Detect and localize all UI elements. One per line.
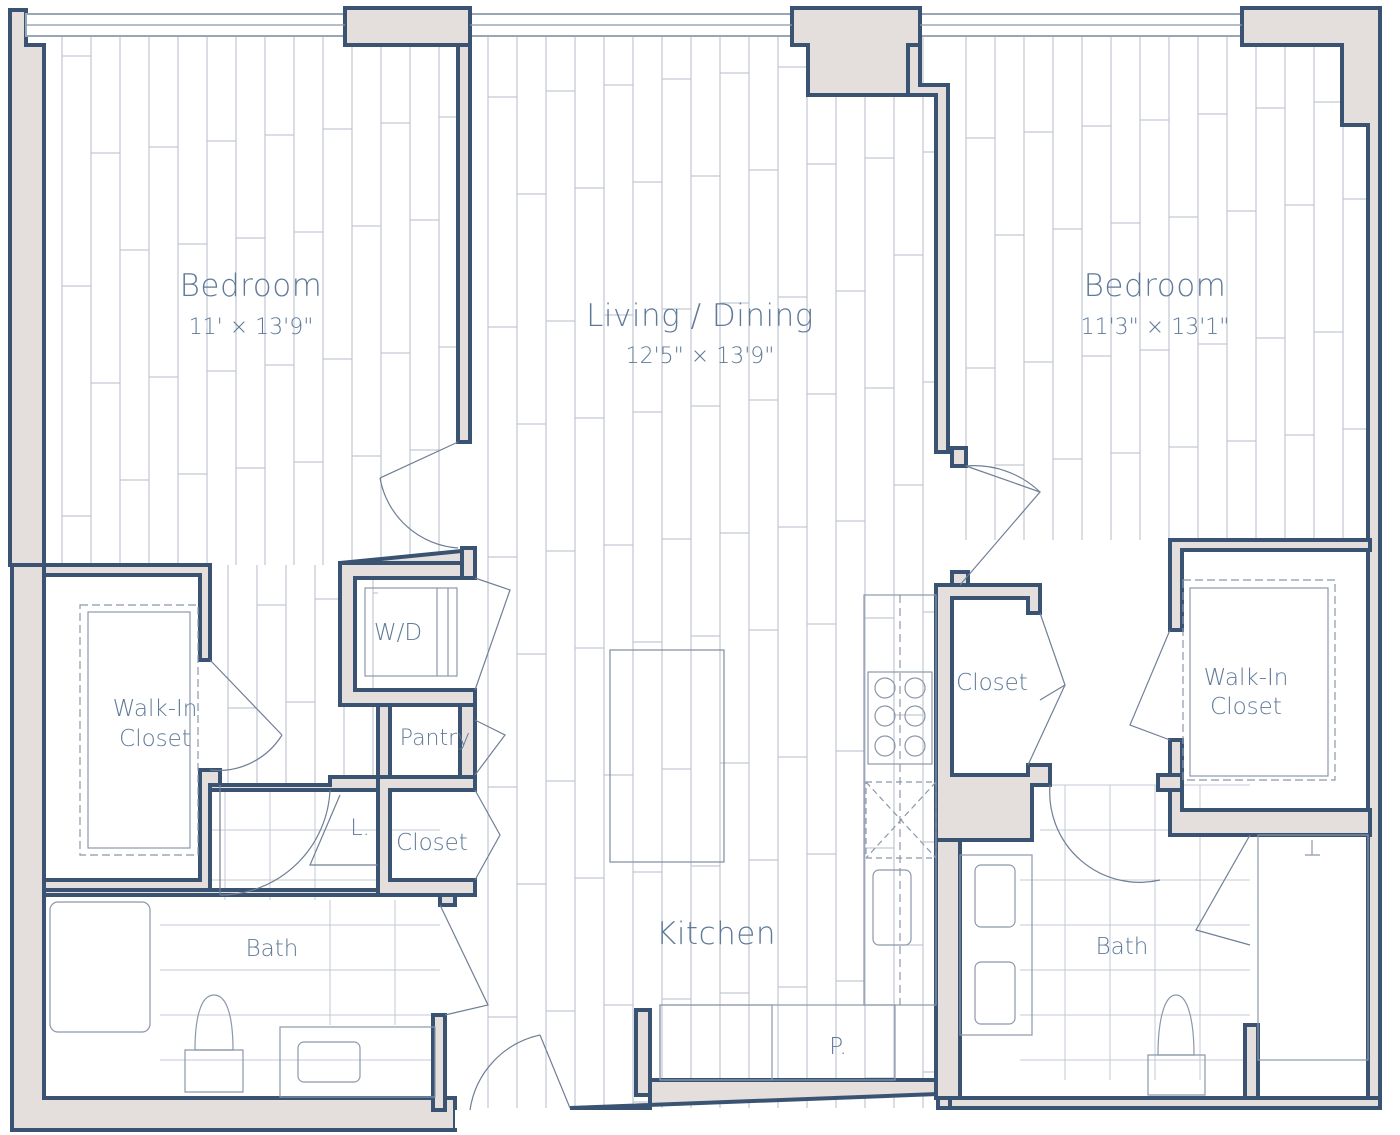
living-dining-dimensions: 12'5" × 13'9" xyxy=(626,344,775,369)
wood-flooring xyxy=(61,36,1368,1108)
fixtures xyxy=(26,24,1369,1098)
interior-walls xyxy=(42,43,1372,1112)
pantry-label: Pantry xyxy=(400,726,470,751)
door-swings xyxy=(209,441,1251,1111)
kitchen-label: Kitchen xyxy=(656,916,776,952)
closet-hall-label: Closet xyxy=(396,830,468,856)
bath-right-label: Bath xyxy=(1096,934,1149,960)
linen-label: L. xyxy=(350,816,369,841)
closet-right-label: Closet xyxy=(956,670,1028,696)
bath-left-label: Bath xyxy=(246,936,299,962)
living-dining-name: Living / Dining xyxy=(586,298,814,334)
kitchen-pantry-label: P. xyxy=(829,1034,847,1060)
room-labels: Bedroom 11' × 13'9" Living / Dining 12'5… xyxy=(113,268,1289,1060)
walkin-right-line2: Closet xyxy=(1210,694,1282,720)
bath-tile-right xyxy=(1020,784,1250,1080)
bedroom-right-dimensions: 11'3" × 13'1" xyxy=(1081,315,1230,340)
walkin-right-line1: Walk-In xyxy=(1204,665,1289,691)
bedroom-right-name: Bedroom xyxy=(1084,268,1227,304)
bedroom-left-dimensions: 11' × 13'9" xyxy=(189,315,314,340)
walkin-left-line2: Closet xyxy=(119,726,191,752)
washer-dryer-label: W/D xyxy=(374,620,422,646)
bedroom-left-name: Bedroom xyxy=(180,268,323,304)
walkin-left-line1: Walk-In xyxy=(113,696,198,722)
